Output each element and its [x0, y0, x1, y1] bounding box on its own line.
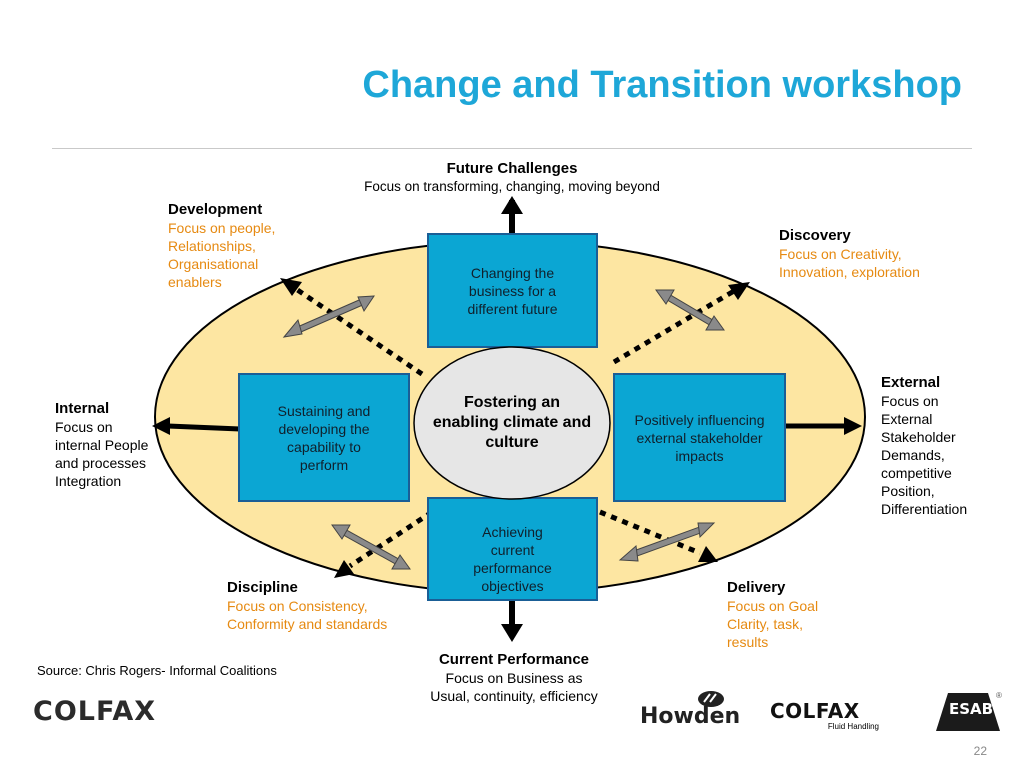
center-ellipse: [413, 346, 611, 500]
double-arrow-bottom-left: [331, 524, 411, 570]
howden-emblem-icon: [698, 691, 724, 707]
dotted-arrow-discipline-head: [334, 560, 354, 578]
slide-title: Change and Transition workshop: [362, 64, 962, 106]
dotted-arrow-discovery-head: [728, 282, 750, 300]
label-external: External Focus on External Stakeholder D…: [881, 374, 967, 518]
esab-badge-icon: [936, 693, 1000, 731]
external-line-2: External: [881, 411, 933, 427]
colfax-fluid-subtitle: Fluid Handling: [827, 722, 879, 731]
external-line-1: Focus on: [881, 393, 939, 409]
current-line-1: Focus on Business as: [445, 670, 583, 686]
title-divider: [52, 148, 972, 149]
label-development: Development Focus on people, Relationshi…: [168, 201, 275, 291]
development-line-2: Relationships,: [168, 238, 256, 254]
center-text: Fostering an enabling climate and cultur…: [432, 394, 592, 451]
arrow-left: [167, 423, 241, 432]
development-line-4: enablers: [168, 274, 222, 290]
howden-wordmark: Howden: [640, 704, 741, 729]
discipline-line-2: Conformity and standards: [227, 616, 388, 632]
external-line-5: competitive: [881, 465, 952, 481]
future-heading: Future Challenges: [446, 160, 578, 177]
esab-logo: ESAB ®: [936, 691, 1006, 733]
delivery-heading: Delivery: [727, 579, 786, 596]
internal-line-2: internal People: [55, 437, 149, 453]
box-right: Positively influencing external stakehol…: [613, 373, 786, 502]
source-note: Source: Chris Rogers- Informal Coalition…: [37, 663, 277, 678]
internal-line-4: Integration: [55, 473, 122, 489]
development-heading: Development: [168, 201, 263, 218]
discovery-line-2: Innovation, exploration: [779, 264, 920, 280]
colfax-logo: COLFAX: [33, 696, 157, 727]
external-heading: External: [881, 374, 941, 391]
dotted-arrow-development-head: [280, 278, 302, 296]
box-top: Changing the business for a different fu…: [427, 233, 598, 348]
delivery-line-1: Focus on Goal: [727, 598, 819, 614]
howden-logo: Howden: [640, 690, 740, 735]
box-bottom: Achieving current performance objectives: [427, 497, 598, 601]
discipline-heading: Discipline: [227, 579, 298, 596]
label-delivery: Delivery Focus on Goal Clarity, task, re…: [727, 579, 818, 651]
page-number: 22: [973, 744, 987, 758]
development-line-3: Organisational: [168, 256, 259, 272]
dotted-arrow-development: [294, 286, 424, 377]
external-line-3: Stakeholder: [881, 429, 956, 445]
current-heading: Current Performance: [438, 651, 590, 668]
discipline-line-1: Focus on Consistency,: [227, 598, 368, 614]
double-arrow-top-right: [655, 289, 725, 331]
colfax-fluid-logo: COLFAX Fluid Handling: [770, 700, 885, 732]
arrow-right-head: [844, 417, 862, 435]
colfax-fluid-wordmark: COLFAX: [770, 699, 860, 723]
arrow-down-head: [501, 624, 523, 642]
internal-line-3: and processes: [55, 455, 147, 471]
external-line-6: Position,: [881, 483, 935, 499]
double-arrow-bottom-right: [618, 522, 716, 562]
label-discipline: Discipline Focus on Consistency, Conform…: [227, 579, 387, 633]
dotted-arrow-delivery-head: [698, 546, 718, 562]
arrow-up-head: [501, 196, 523, 214]
esab-wordmark: ESAB: [948, 700, 994, 718]
label-internal: Internal Focus on internal People and pr…: [55, 400, 148, 490]
delivery-line-3: results: [727, 634, 769, 650]
discovery-heading: Discovery: [779, 227, 851, 244]
current-line-2: Usual, continuity, efficiency: [430, 688, 598, 704]
dotted-arrow-discipline: [348, 509, 434, 569]
label-current-performance: Current Performance Focus on Business as…: [404, 651, 624, 705]
development-line-1: Focus on people,: [168, 220, 276, 236]
future-text: Focus on transforming, changing, moving …: [364, 179, 660, 194]
box-left: Sustaining and developing the capability…: [238, 373, 410, 502]
delivery-line-2: Clarity, task,: [727, 616, 803, 632]
double-arrow-top-left: [282, 295, 375, 338]
external-line-4: Demands,: [881, 447, 945, 463]
external-line-7: Differentiation: [881, 501, 968, 517]
internal-heading: Internal: [55, 400, 110, 417]
discovery-line-1: Focus on Creativity,: [779, 246, 902, 262]
internal-line-1: Focus on: [55, 419, 113, 435]
label-discovery: Discovery Focus on Creativity, Innovatio…: [779, 227, 920, 281]
label-future-challenges: Future Challenges Focus on transforming,…: [352, 160, 672, 196]
registered-mark-icon: ®: [996, 691, 1002, 700]
arrow-left-head: [152, 417, 170, 435]
